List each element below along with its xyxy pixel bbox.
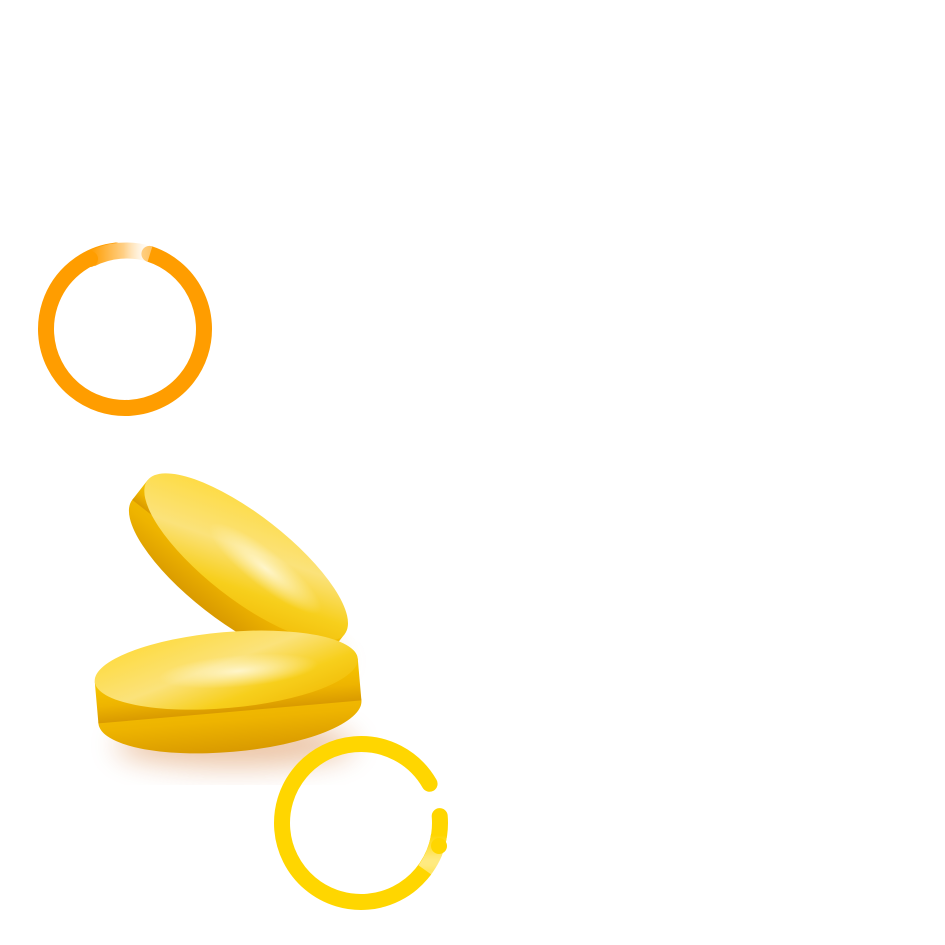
tablet-lower-icon bbox=[94, 630, 362, 754]
orange-ring-icon bbox=[38, 242, 212, 416]
tablet-upper-icon bbox=[128, 473, 348, 661]
yellow-ring-icon bbox=[274, 736, 448, 910]
